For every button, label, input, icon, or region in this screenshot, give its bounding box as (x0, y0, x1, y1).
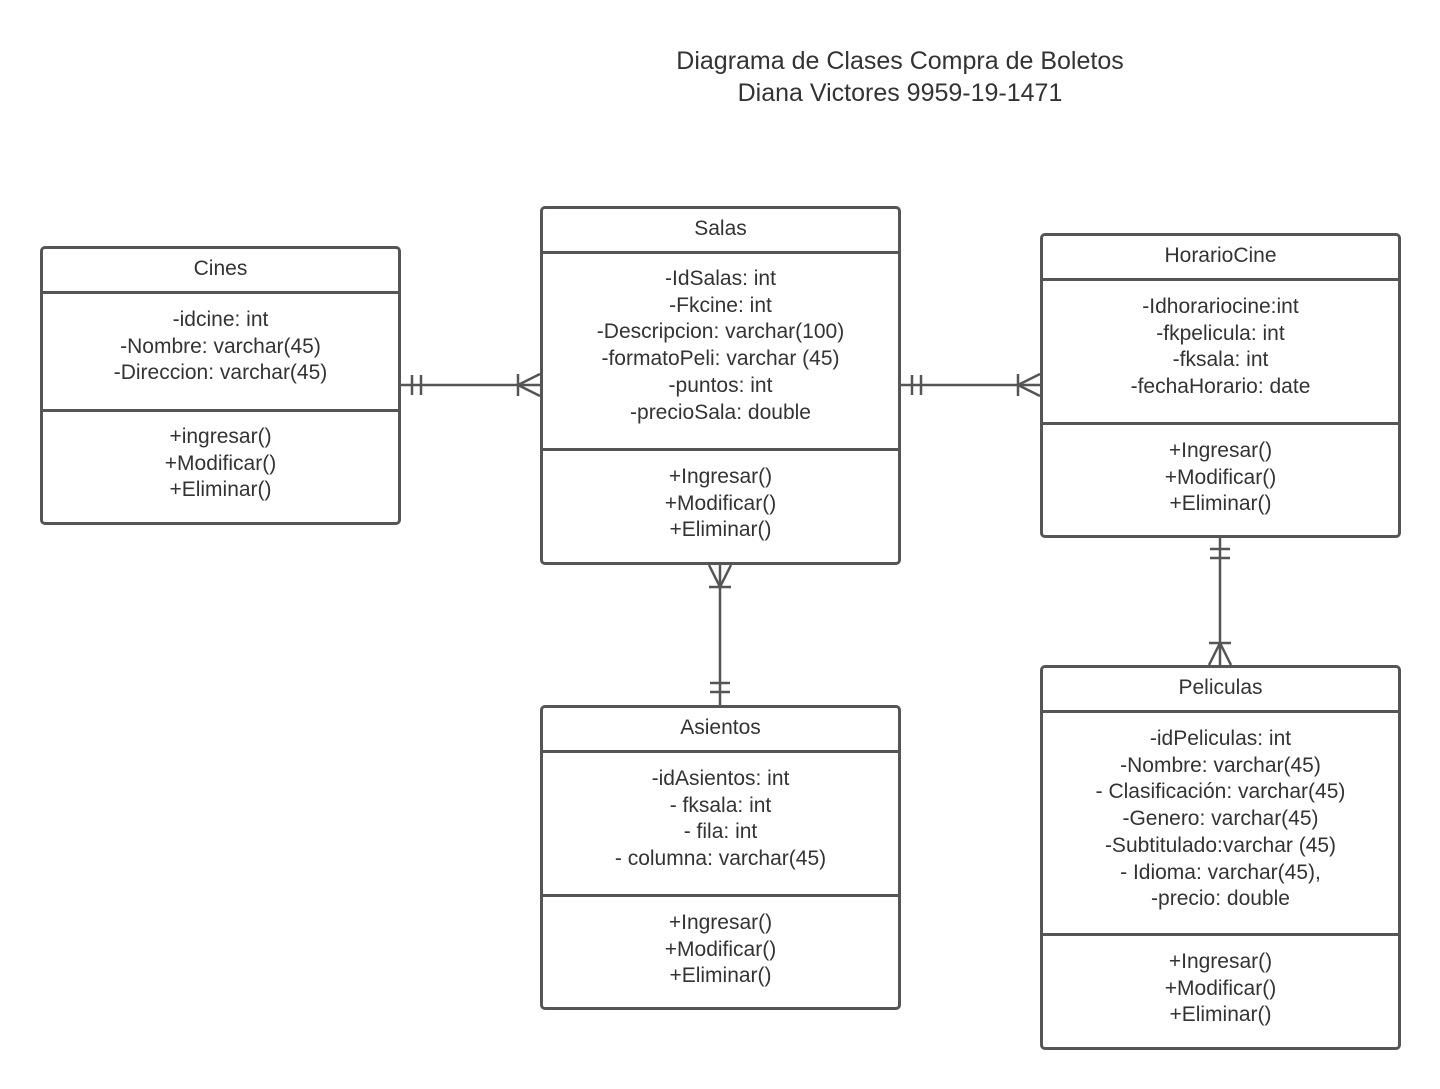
attribute: -fksala: int (1172, 348, 1269, 372)
method: +Modificar() (664, 491, 777, 515)
method: +Ingresar() (668, 911, 773, 934)
attribute: -fkpelicula: int (1156, 321, 1285, 345)
attribute: -idPeliculas: int (1149, 727, 1292, 750)
attribute: -puntos: int (668, 373, 773, 397)
class-cines[interactable]: Cines -idcine: int -Nombre: varchar(45) … (40, 246, 401, 525)
diagram-title-line-2: Diana Victores 9959-19-1471 (737, 79, 1063, 107)
diagram-title: Diagrama de Clases Compra de Boletos Dia… (500, 45, 1300, 109)
attribute: - fksala: int (669, 793, 772, 817)
attribute: -IdSalas: int (665, 267, 776, 290)
class-horariocine[interactable]: HorarioCine -Idhorariocine:int -fkpelicu… (1040, 233, 1401, 538)
attribute: -Descripcion: varchar(100) (596, 320, 845, 344)
relation-salas-asientos (707, 564, 733, 705)
attribute: -formatoPeli: varchar (45) (601, 347, 840, 371)
attributes-section: -idcine: int -Nombre: varchar(45) -Direc… (43, 294, 398, 412)
class-name: Salas (543, 209, 898, 254)
method: +Modificar() (1164, 465, 1277, 489)
class-name: Cines (43, 249, 398, 294)
attributes-section: -IdSalas: int -Fkcine: int -Descripcion:… (543, 254, 898, 451)
relation-cines-salas (400, 372, 541, 398)
method: +Eliminar() (1169, 492, 1272, 516)
class-name: HorarioCine (1043, 236, 1398, 281)
method: +Ingresar() (668, 465, 773, 488)
method: +Ingresar() (1168, 439, 1273, 462)
attribute: -idAsientos: int (651, 767, 790, 790)
attributes-section: -idAsientos: int - fksala: int - fila: i… (543, 753, 898, 897)
diagram-title-line-1: Diagrama de Clases Compra de Boletos (676, 47, 1124, 75)
relation-horariocine-peliculas (1207, 538, 1233, 666)
attribute: -precio: double (1151, 887, 1290, 911)
class-asientos[interactable]: Asientos -idAsientos: int - fksala: int … (540, 705, 901, 1010)
methods-section: +Ingresar() +Modificar() +Eliminar() (543, 897, 898, 1007)
method: +Modificar() (164, 451, 277, 475)
attribute: - columna: varchar(45) (614, 847, 827, 871)
attribute: -idcine: int (172, 308, 269, 331)
relation-salas-horariocine (900, 372, 1041, 398)
attribute: -Genero: varchar(45) (1122, 807, 1319, 831)
method: +Eliminar() (669, 964, 772, 988)
attribute: - fila: int (683, 820, 758, 844)
method: +Eliminar() (1169, 1003, 1272, 1027)
attribute: -Subtitulado:varchar (45) (1104, 833, 1337, 857)
class-salas[interactable]: Salas -IdSalas: int -Fkcine: int -Descri… (540, 206, 901, 565)
attributes-section: -idPeliculas: int -Nombre: varchar(45) -… (1043, 713, 1398, 936)
attribute: -Nombre: varchar(45) (1120, 753, 1321, 777)
methods-section: +ingresar() +Modificar() +Eliminar() (43, 412, 398, 522)
attribute: -Idhorariocine:int (1142, 295, 1299, 318)
attribute: -Direccion: varchar(45) (113, 361, 328, 385)
attribute: -fechaHorario: date (1130, 375, 1311, 399)
methods-section: +Ingresar() +Modificar() +Eliminar() (543, 451, 898, 562)
class-peliculas[interactable]: Peliculas -idPeliculas: int -Nombre: var… (1040, 665, 1401, 1050)
methods-section: +Ingresar() +Modificar() +Eliminar() (1043, 936, 1398, 1047)
method: +Eliminar() (169, 478, 272, 502)
attribute: - Idioma: varchar(45), (1120, 860, 1321, 884)
method: +Modificar() (1164, 976, 1277, 1000)
attribute: -Fkcine: int (669, 293, 772, 317)
attribute: -Nombre: varchar(45) (120, 334, 321, 358)
attribute: - Clasificación: varchar(45) (1095, 780, 1346, 804)
method: +Eliminar() (669, 518, 772, 542)
class-name: Asientos (543, 708, 898, 753)
method: +Ingresar() (1168, 950, 1273, 973)
attributes-section: -Idhorariocine:int -fkpelicula: int -fks… (1043, 281, 1398, 425)
class-name: Peliculas (1043, 668, 1398, 713)
methods-section: +Ingresar() +Modificar() +Eliminar() (1043, 425, 1398, 535)
attribute: -precioSala: double (630, 400, 811, 424)
method: +Modificar() (664, 937, 777, 961)
method: +ingresar() (169, 425, 272, 448)
